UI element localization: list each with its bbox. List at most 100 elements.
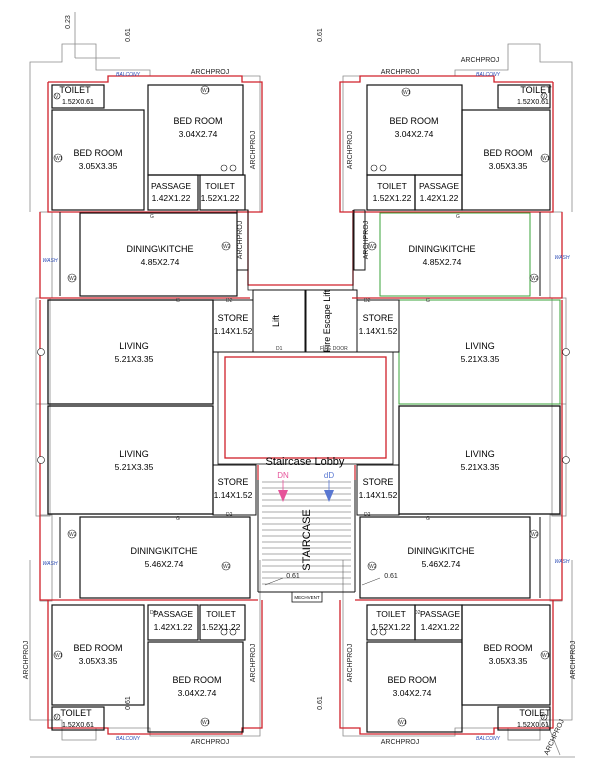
room-dim: 1.52X0.61 [62,99,94,106]
room-name: TOILET [376,609,406,619]
room-dim: 1.14X1.52 [359,326,398,336]
room-dim: 5.46X2.74 [145,559,184,569]
room-dim: 3.05X3.35 [79,656,118,666]
room-name: PASSAGE [153,609,193,619]
room-dim: 1.52X0.61 [62,722,94,729]
window-label: W1 [399,720,407,726]
wash-label: WASH [555,559,570,565]
dimension-label: 0.61 [125,28,132,42]
dimension-label: 0.61 [317,28,324,42]
archproj-label: ARCHPROJ [347,131,354,170]
fire-lift-label: Fire Escape Lift [322,289,332,352]
unit-top-left: TOILET 1.52X0.61 BED ROOM 3.04X2.74 BED … [59,85,252,364]
door-label: G [456,214,460,220]
archproj-label: ARCHPROJ [237,221,244,260]
window-label: W2 [531,276,539,282]
archproj-label: ARCHPROJ [570,641,577,680]
archproj-label: ARCHPROJ [461,57,500,64]
room-name: STORE [363,477,394,487]
archproj-label: ARCHPROJ [381,69,420,76]
room-name: LIVING [119,449,149,459]
door-label: D2 [414,610,421,616]
door-label: D2 [226,512,233,518]
room-name: TOILET [60,708,92,718]
room-name: TOILET [206,609,236,619]
door-label: D1 [276,346,283,352]
window-markers [37,85,570,727]
room-name: STORE [218,477,249,487]
room-name: BED ROOM [483,643,532,653]
window-label: V [542,94,546,100]
window-label: W2 [369,244,377,250]
window-label: W1 [55,653,63,659]
room-name: BED ROOM [173,116,222,126]
unit-bottom-right: LIVING 5.21X3.35 STORE 1.14X1.52 DINING\… [359,449,552,729]
room-name: BED ROOM [389,116,438,126]
archproj-label: ARCHPROJ [191,69,230,76]
window-label: V [542,715,546,721]
fire-door-label: FIRE DOOR [320,346,348,352]
staircase-label: STAIRCASE [301,509,313,571]
room-dim: 5.46X2.74 [422,559,461,569]
room-name: DINING\KITCHE [126,244,193,254]
window-label: W2 [223,564,231,570]
room-dim: 1.42X1.22 [154,622,193,632]
archproj-label: ARCHPROJ [250,644,257,683]
balcony-label: BALCONY [116,736,141,742]
balcony-label: BALCONY [476,72,501,78]
room-name: TOILET [520,85,552,95]
room-name: TOILET [377,181,407,191]
unit-bottom-left: LIVING 5.21X3.35 STORE 1.14X1.52 DINING\… [60,449,252,729]
mechvent-label: MECHVENT [294,595,320,600]
wash-label: WASH [43,258,58,264]
room-name: DINING\KITCHE [130,546,197,556]
archproj-labels: ARCHPROJ ARCHPROJ ARCHPROJ ARCHPROJ ARCH… [23,57,577,756]
up-arrow-icon [324,490,334,502]
archproj-label: ARCHPROJ [363,221,370,260]
room-dim: 5.21X3.35 [461,354,500,364]
room-dim: 4.85X2.74 [141,257,180,267]
down-label: DN [277,471,289,480]
room-dim: 1.52X1.22 [373,193,412,203]
door-label: G [150,214,154,220]
dimension-label: 0.61 [317,696,324,710]
window-label: W1 [202,720,210,726]
down-arrow-icon [278,490,288,502]
room-dim: 5.21X3.35 [115,354,154,364]
room-dim: 1.52X0.61 [517,722,549,729]
unit-walls [39,75,563,735]
room-name: PASSAGE [419,181,459,191]
door-label: G [426,516,430,522]
window-label: W2 [69,276,77,282]
archproj-label: ARCHPROJ [381,739,420,746]
door-label: G [176,298,180,304]
archproj-label: ARCHPROJ [23,641,30,680]
room-name: BED ROOM [387,675,436,685]
dimension-label: 0.61 [384,573,398,580]
window-label: V [55,94,59,100]
door-label: D2 [364,298,371,304]
room-dim: 3.05X3.35 [79,161,118,171]
window-label: W1 [542,653,550,659]
dimension-label: 0.23 [65,15,72,29]
room-dim: 1.52X0.61 [517,99,549,106]
room-dim: 3.04X2.74 [179,129,218,139]
window-label: W2 [531,532,539,538]
archproj-label: ARCHPROJ [250,131,257,170]
room-name: TOILET [59,85,91,95]
room-name: STORE [363,313,394,323]
room-dim: 1.42X1.22 [420,193,459,203]
window-label: W1 [403,90,411,96]
door-label: G [176,516,180,522]
room-name: LIVING [465,341,495,351]
balcony-label: BALCONY [476,736,501,742]
door-label: D2 [226,298,233,304]
room-name: LIVING [119,341,149,351]
room-dim: 1.42X1.22 [421,622,460,632]
room-dim: 3.04X2.74 [178,688,217,698]
room-name: BED ROOM [73,643,122,653]
room-name: DINING\KITCHE [407,546,474,556]
window-label: V [55,715,59,721]
archproj-label: ARCHPROJ [191,739,230,746]
